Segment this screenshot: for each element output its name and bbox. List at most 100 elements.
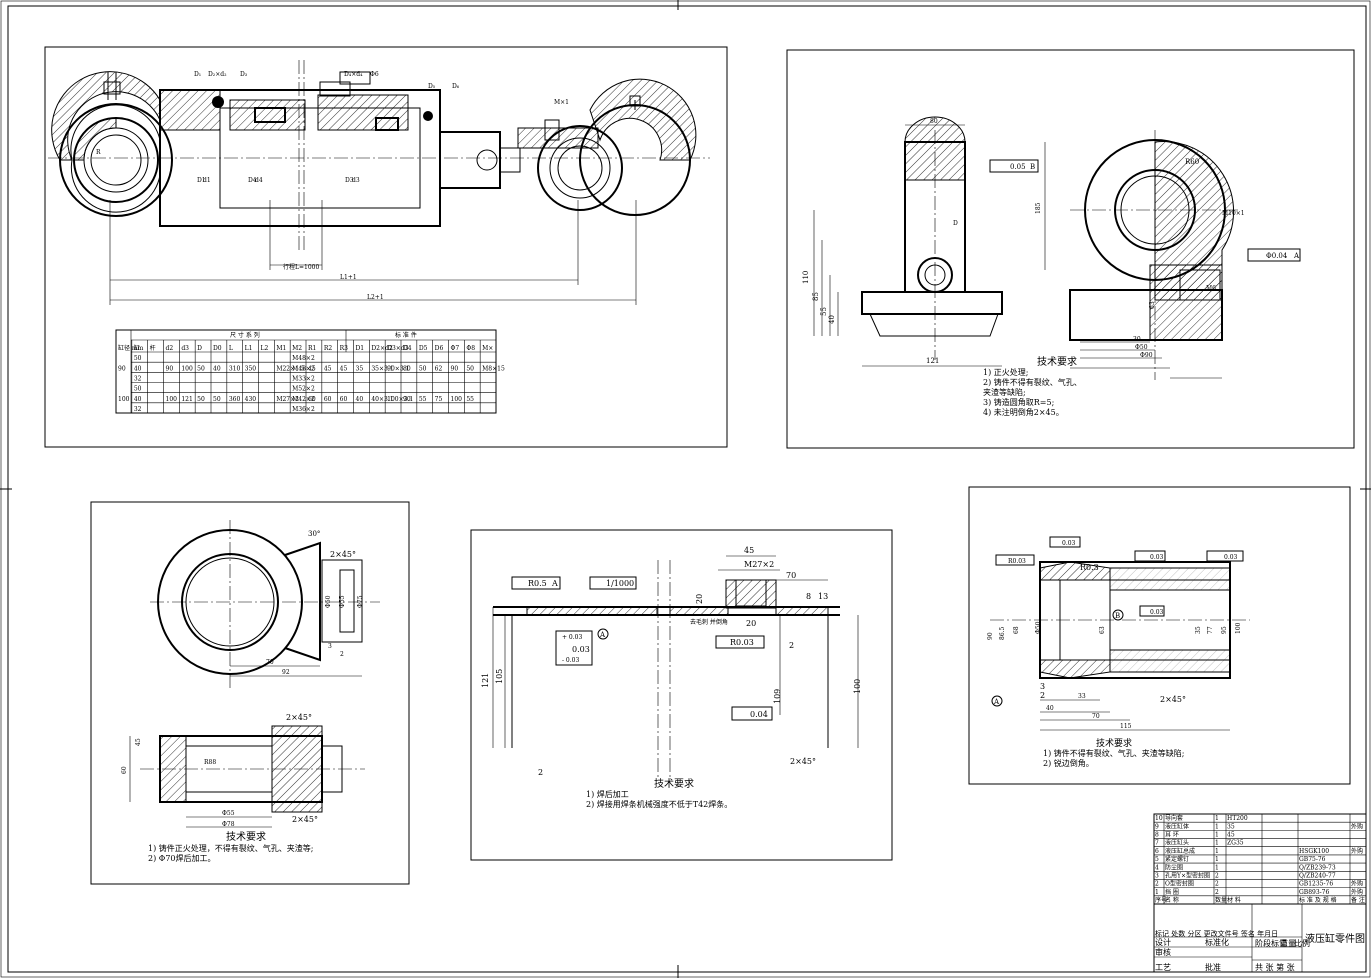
table-cell: 90: [403, 396, 411, 403]
lbl-m: M×1: [554, 99, 569, 106]
tb-stage: 阶段标记: [1255, 938, 1287, 948]
bom-cell: 标 准 及 规 格: [1299, 896, 1337, 904]
bom-cell: 2: [1215, 881, 1219, 888]
tb-row1: 标记 处数 分区 更改文件号 签名 年月日: [1155, 929, 1278, 938]
bom-cell: 材 料: [1227, 896, 1241, 904]
table-header-cell: D1: [356, 345, 365, 352]
rh-d40: 40: [828, 315, 836, 324]
gl-d35: 35: [1195, 626, 1202, 634]
tb-scale: 比例: [1294, 938, 1310, 948]
eye-dphi55: Φ55: [222, 810, 235, 817]
table-cell: 45: [308, 365, 316, 372]
gl-d33: 33: [1078, 693, 1086, 700]
bar-d20: 20: [695, 594, 704, 604]
rh-m: M10×1: [1222, 210, 1245, 217]
gl-t2: R0.03: [1008, 558, 1026, 565]
rod-head-border: [786, 49, 1355, 449]
rh-tol1: 0.05: [1010, 163, 1026, 171]
table-cell: 100: [166, 396, 178, 403]
bar-ch: 2×45°: [790, 757, 816, 766]
table-group-left: 尺 寸 系 列: [230, 331, 260, 339]
rh-dphi: Φ90: [1140, 352, 1153, 359]
bar-datum: A: [599, 631, 606, 639]
table-header-cell: R1: [308, 345, 316, 352]
title-main: 液压缸零件图: [1305, 932, 1365, 945]
gl-d40: 40: [1046, 705, 1054, 712]
table-header-cell: 缸: [134, 344, 140, 352]
gl-d3: 3: [1040, 682, 1045, 691]
bom-cell: 孔用Y×型密封圈: [1165, 871, 1210, 879]
bar-tp: + 0.03: [562, 634, 582, 641]
eye-d70: 70: [266, 659, 274, 666]
bom-cell: 5: [1155, 856, 1159, 863]
bom-cell: 8: [1155, 832, 1159, 839]
table-cell: M27×2: [276, 396, 299, 403]
table-header-cell: Φ8: [466, 345, 475, 352]
bar-d2b: 2: [538, 768, 543, 777]
tb-standard: 标准化: [1205, 937, 1229, 947]
bom-cell: 1: [1215, 848, 1219, 855]
bom-cell: O型密封圈: [1165, 880, 1194, 888]
bom-cell: Q/ZB239-73: [1299, 864, 1336, 871]
gl-datum: A: [993, 698, 1000, 706]
eye-d1: Φ50: [325, 595, 332, 608]
table-cell: 75: [435, 396, 443, 403]
table-header-cell: M×: [482, 345, 493, 352]
gl-d68: 68: [1013, 626, 1020, 634]
table-cell: M22×1.5: [276, 365, 305, 372]
table-cell: 80: [403, 365, 411, 372]
tb-sheets: 共 张 第 张: [1255, 962, 1295, 972]
bar-d70: 70: [786, 571, 796, 580]
eye-d2b: 2: [340, 651, 344, 658]
rh-d55: 55: [820, 307, 828, 316]
gl-d95: 95: [1221, 626, 1228, 634]
bom-cell: GB893-76: [1299, 889, 1329, 896]
bom-cell: 1: [1215, 832, 1219, 839]
eye-d3b: 3: [328, 643, 332, 650]
table-cell: M33×2: [292, 376, 315, 383]
lbl-dd4b: d4: [255, 177, 263, 184]
gl-d77: 77: [1207, 626, 1214, 634]
bom-cell: 6: [1155, 848, 1159, 855]
bar-tol4: 0.04: [750, 710, 768, 719]
gl-d2: 2: [1040, 691, 1045, 700]
title-block: 液压缸零件图 标记 处数 分区 更改文件号 签名 年月日 设计 标准化 审核 工…: [1153, 903, 1367, 973]
bom-cell: 名 称: [1165, 896, 1179, 904]
table-header-cell: 缸径 mm: [118, 344, 144, 352]
eye-ch2: 2×45°: [286, 713, 312, 722]
bom-cell: 2: [1215, 889, 1219, 896]
table-cell: 90: [451, 365, 459, 372]
rh-w80: 80: [930, 118, 938, 125]
table-cell: 60: [340, 396, 348, 403]
bar-d2: 2: [789, 641, 794, 650]
gl-d63: 63: [1099, 626, 1106, 634]
tb-approve: 批准: [1205, 962, 1221, 972]
bom-cell: 10: [1155, 815, 1163, 822]
lbl-dd4: D4: [248, 177, 257, 184]
table-header-cell: D6: [435, 345, 444, 352]
bom-cell: 导向套: [1165, 814, 1183, 822]
table-header-cell: D5: [419, 345, 428, 352]
lbl-dd1: D1: [197, 177, 206, 184]
bom-cell: 1: [1215, 815, 1219, 822]
rh-d185: 185: [1035, 202, 1042, 214]
rh-d110: 110: [802, 271, 810, 284]
bar-ref1: A: [551, 579, 558, 588]
table-cell: 62: [435, 365, 443, 372]
table-cell: 350: [245, 365, 257, 372]
table-cell: 90×3.1: [387, 365, 409, 372]
bom-cell: 防尘圈: [1165, 863, 1183, 871]
bar-tol5: R0.03: [730, 638, 754, 647]
bom-cell: 序号: [1155, 896, 1167, 904]
lbl-d5: D₅: [428, 83, 436, 90]
gl-dB: B: [1115, 612, 1120, 620]
bar-d121: 121: [481, 673, 490, 688]
table-header-cell: R2: [324, 345, 333, 352]
table-cell: 310: [229, 365, 241, 372]
bom-cell: 液压缸头: [1165, 839, 1189, 847]
lbl-d1: D₁: [194, 71, 201, 78]
table-group-right: 标 准 件: [395, 331, 417, 339]
rh-d121: 121: [926, 357, 939, 365]
gl-notes-title: 技术要求: [1096, 737, 1132, 749]
table-cell: 100: [451, 396, 463, 403]
